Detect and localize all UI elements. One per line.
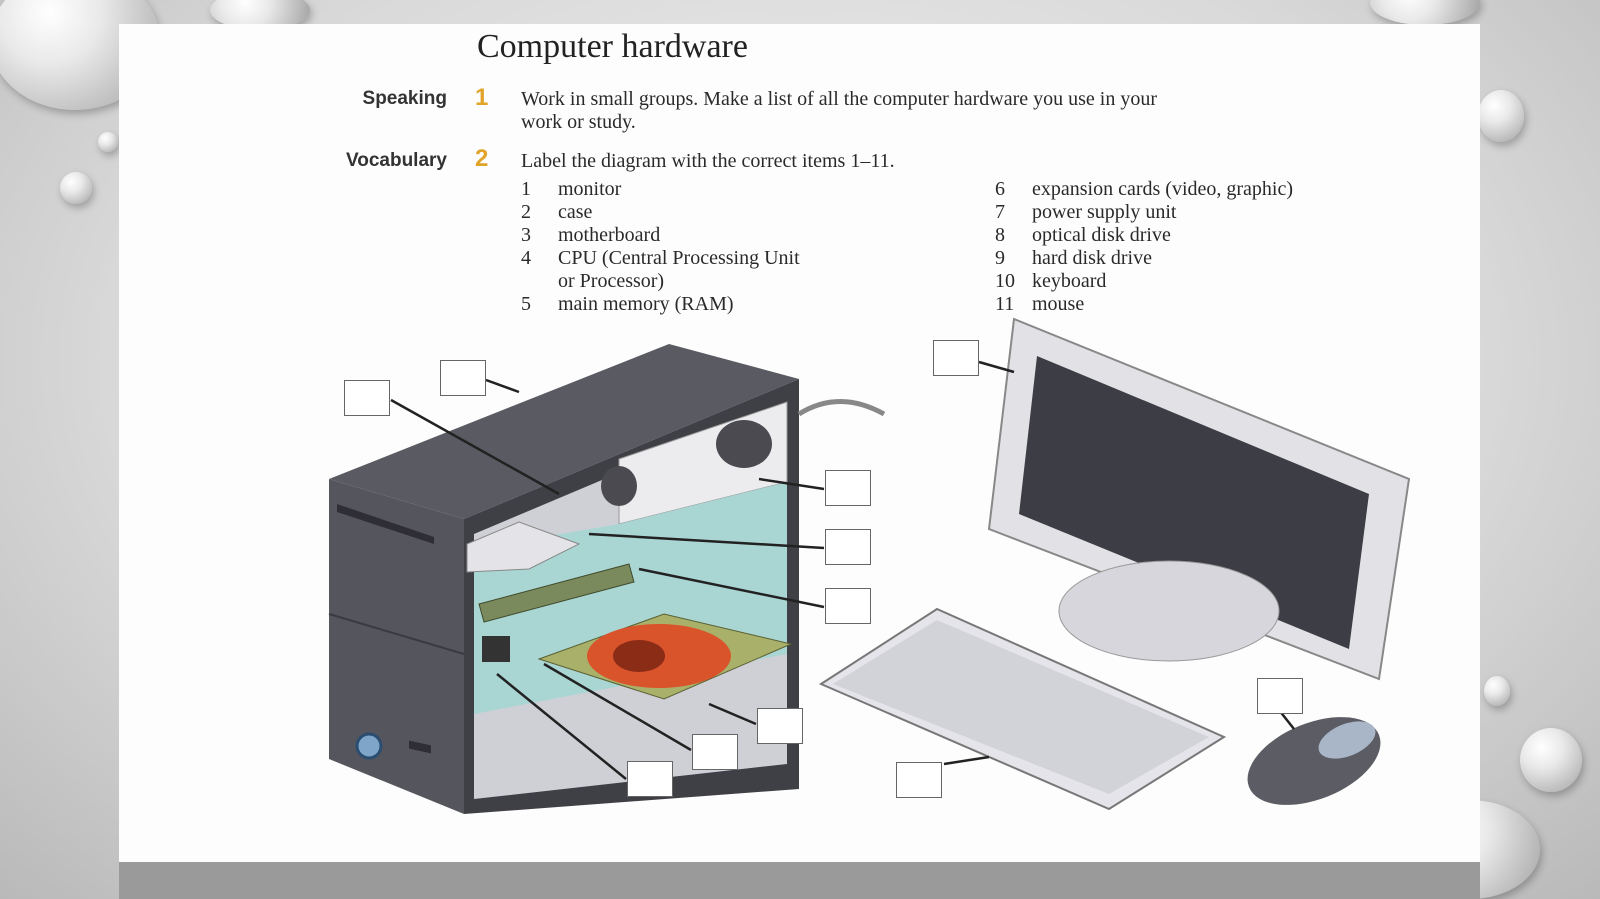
label-box[interactable] (825, 588, 871, 624)
label-box[interactable] (757, 708, 803, 744)
expansion-card (537, 613, 793, 700)
optical-disk-drive (466, 521, 581, 573)
cpu (482, 636, 510, 662)
keyboard (818, 607, 1227, 811)
textbook-page: Computer hardware Speaking 1 Work in sma… (119, 24, 1480, 862)
hardware-diagram (328, 317, 1411, 814)
label-box[interactable] (933, 340, 979, 376)
speaking-label: Speaking (362, 88, 447, 109)
exercise-number: 1 (475, 84, 489, 111)
label-box[interactable] (825, 529, 871, 565)
label-box[interactable] (627, 761, 673, 797)
water-drop-decoration (1478, 90, 1524, 142)
water-drop-decoration (1520, 728, 1582, 792)
page-title: Computer hardware (477, 28, 748, 65)
instruction-line: Work in small groups. Make a list of all… (521, 88, 1158, 110)
exercise-number: 2 (475, 145, 489, 172)
monitor (987, 317, 1411, 681)
power-supply-unit (601, 399, 886, 525)
label-box[interactable] (692, 734, 738, 770)
main-memory (478, 563, 635, 623)
label-box[interactable] (1257, 678, 1303, 714)
water-drop-decoration (98, 132, 118, 152)
speaking-instruction: Work in small groups. Make a list of all… (521, 88, 1157, 134)
label-box[interactable] (440, 360, 486, 396)
mouse (1247, 717, 1381, 805)
page-bottom-strip (119, 862, 1480, 899)
label-box[interactable] (344, 380, 390, 416)
water-drop-decoration (1484, 676, 1510, 706)
water-drop-decoration (1370, 0, 1480, 25)
list-item: or Processor) (558, 270, 665, 292)
vocabulary-instruction: Label the diagram with the correct items… (521, 150, 895, 172)
instruction-line: work or study. (521, 111, 636, 133)
label-box[interactable] (825, 470, 871, 506)
label-box[interactable] (896, 762, 942, 798)
leader-lines (390, 360, 1295, 780)
vocabulary-label: Vocabulary (345, 150, 447, 171)
water-drop-decoration (60, 172, 92, 204)
